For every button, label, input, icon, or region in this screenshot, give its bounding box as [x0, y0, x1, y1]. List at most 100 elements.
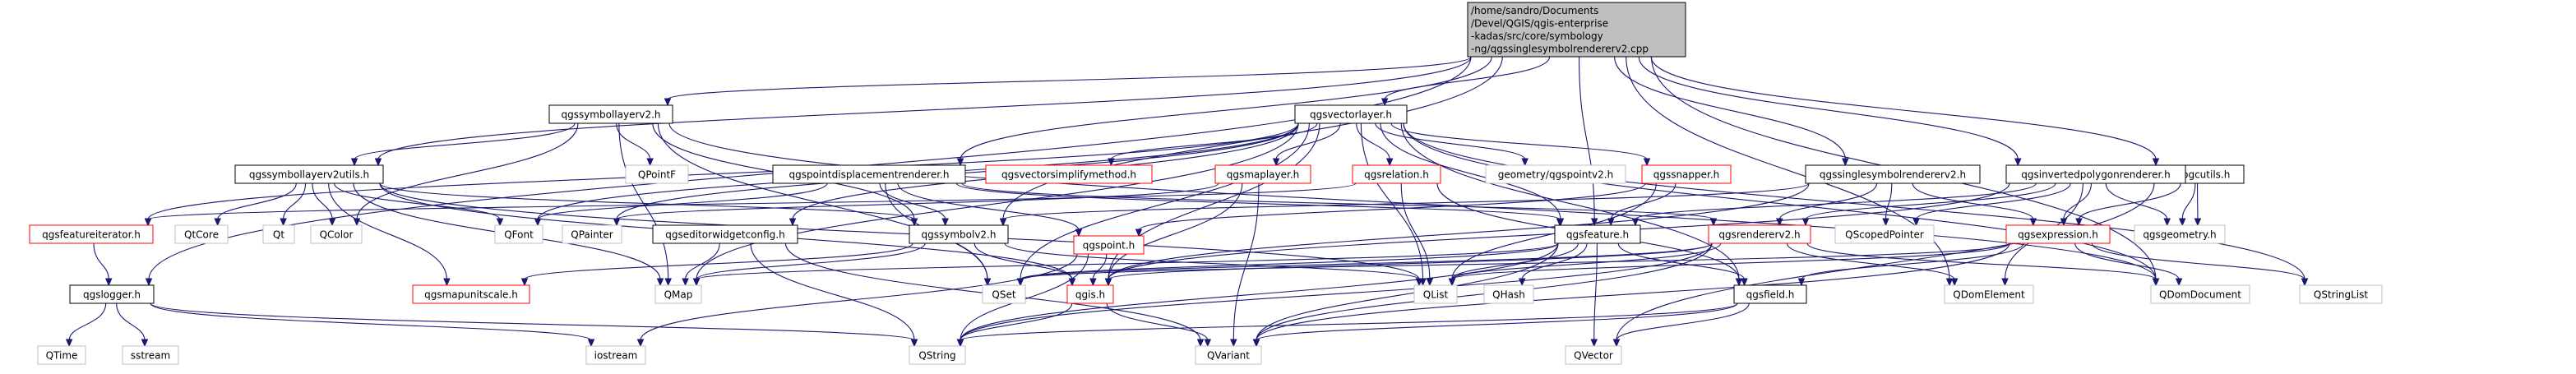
node-box — [1485, 164, 1626, 184]
node-qgsmaplayer-h[interactable]: qgsmaplayer.h — [1214, 164, 1311, 184]
node-qgsvectorlayer-h[interactable]: qgsvectorlayer.h — [1294, 104, 1408, 124]
edge-arrowhead — [1612, 339, 1621, 348]
edge-qgsinvertedpolygonrenderer_h-to-qgsgeometry_h — [2105, 182, 2168, 220]
node-qgsfield-h[interactable]: qgsfield.h — [1733, 284, 1807, 304]
node-label: QPointF — [638, 169, 676, 181]
edge-arrowhead — [1801, 218, 1810, 227]
node-box — [652, 224, 798, 244]
node-QPainter: QPainter — [562, 224, 622, 244]
node-iostream: iostream — [585, 345, 646, 365]
node-label: QString — [918, 350, 955, 362]
node-root[interactable]: /home/sandro/Documents/Devel/QGIS/qgis-e… — [1467, 2, 1686, 58]
edge-arrowhead — [692, 278, 701, 287]
node-box — [2005, 224, 2111, 244]
node-label: qgsfeature.h — [1566, 229, 1629, 241]
edge-arrowhead — [613, 218, 621, 227]
node-label: qgsmaplayer.h — [1227, 169, 1300, 181]
edge-arrowhead — [1135, 229, 1143, 238]
node-label: qgssymbollayerv2utils.h — [249, 169, 369, 181]
node-qgssinglesymbolrendererv2-h[interactable]: qgssinglesymbolrendererv2.h — [1805, 164, 1981, 184]
edge-qgssymbollayerv2_h-to-QColor — [356, 122, 579, 220]
edge-root-to-qgsvectorlayer_h — [1384, 56, 1551, 100]
node-qgsmapunitscale-h[interactable]: qgsmapunitscale.h — [412, 284, 530, 304]
node-qgsinvertedpolygonrenderer-h[interactable]: qgsinvertedpolygonrenderer.h — [2005, 164, 2186, 184]
node-QFont: QFont — [494, 224, 543, 244]
edge-arrowhead — [1735, 278, 1743, 287]
node-label: qgsmapunitscale.h — [424, 289, 518, 301]
edge-arrowhead — [1415, 278, 1423, 287]
node-QDomDocument: QDomDocument — [2150, 284, 2250, 304]
edge-qgsogcutils_h-to-qgsgeometry_h — [2181, 182, 2196, 220]
node-qgslogger-h[interactable]: qgslogger.h — [69, 284, 155, 304]
node-qgspoint-h[interactable]: qgspoint.h — [1073, 235, 1145, 255]
edge-qgssinglesymbolrendererv2_h-to-qgis_h — [1108, 182, 1810, 280]
edge-qgssymbolv2_h-to-QMap — [696, 242, 926, 280]
node-label: QtCore — [184, 229, 219, 241]
node-qgssymbolv2-h[interactable]: qgssymbolv2.h — [909, 224, 1009, 244]
edge-qgsexpression_h-to-QList — [1451, 242, 2010, 280]
edge-qgsvectorlayer_h-to-qgsfield_h — [1400, 122, 1740, 280]
node-label: qgseditorwidgetconfig.h — [665, 229, 784, 241]
node-label: qgspoint.h — [1083, 240, 1135, 252]
node-qgsfeature-h[interactable]: qgsfeature.h — [1554, 224, 1641, 244]
edge-root-to-qgssinglesymbolrendererv2_h — [1614, 56, 1846, 160]
node-qgspointdisplacementrenderer-h[interactable]: qgspointdisplacementrenderer.h — [772, 164, 966, 184]
edge-qgssymbollayerv2utils_h-to-QtCore — [217, 182, 297, 220]
edge-arrowhead — [144, 218, 152, 227]
edge-qgsfeature_h-to-QMap — [696, 242, 1559, 280]
node-box — [909, 224, 1009, 244]
node-qgssnapper-h[interactable]: qgssnapper.h — [1641, 164, 1732, 184]
node-qgsvectorsimplifymethod-h[interactable]: qgsvectorsimplifymethod.h — [985, 164, 1153, 184]
edge-qgsinvertedpolygonrenderer_h-to-qgsfeature_h — [1635, 182, 2037, 220]
node-box — [985, 164, 1153, 184]
node-QList: QList — [1413, 284, 1458, 304]
edge-arrowhead — [656, 278, 664, 287]
node-qgsfeatureiterator-h[interactable]: qgsfeatureiterator.h — [29, 224, 154, 244]
node-box — [1944, 284, 2034, 304]
edge-arrowhead — [2014, 158, 2022, 167]
edge-arrowhead — [1590, 339, 1598, 348]
edge-qgspoint_h-to-iostream — [640, 253, 1078, 341]
edge-qgsvectorlayer_h-to-qgsrelation_h — [1356, 122, 1390, 160]
node-label: -ng/qgssinglesymbolrendererv2.cpp — [1471, 44, 1649, 55]
edge-qgspointdisplacementrenderer_h-to-QFont — [537, 182, 828, 220]
edge-qgsvectorlayer_h-to-QStringList — [1403, 122, 2305, 280]
edge-arrowhead — [1272, 158, 1280, 167]
edge-qgssnapper_h-to-qgspoint_h — [1138, 182, 1646, 231]
edge-qgsexpression_h-to-QVariant — [1256, 242, 2010, 341]
edge-qgsrendererv2_h-to-QDomElement — [1786, 242, 1955, 280]
edge-arrowhead — [636, 339, 645, 348]
edge-arrowhead — [2178, 218, 2186, 227]
edge-qgsrendererv2_h-to-QString — [960, 242, 1713, 341]
edge-arrowhead — [2194, 218, 2202, 227]
edge-qgssymbollayerv2_h-to-qgssymbollayerv2utils_h — [354, 122, 576, 160]
edge-arrowhead — [1518, 278, 1526, 287]
node-qgsrelation-h[interactable]: qgsrelation.h — [1352, 164, 1441, 184]
node-QDomElement: QDomElement — [1944, 284, 2034, 304]
edge-arrowhead — [2075, 218, 2083, 227]
edge-arrowhead — [983, 278, 992, 287]
node-qgsrendererv2-h[interactable]: qgsrendererv2.h — [1708, 224, 1811, 244]
node-qgssymbollayerv2utils-h[interactable]: qgssymbollayerv2utils.h — [234, 164, 384, 184]
node-qgis-h[interactable]: qgis.h — [1066, 284, 1114, 304]
node-QStringList: QStringList — [2299, 284, 2383, 304]
edge-qgsrelation_h-to-QList — [1400, 182, 1431, 280]
edge-arrowhead — [1556, 218, 1564, 227]
edge-qgssinglesymbolrendererv2_h-to-qgssymbolv2_h — [1002, 182, 1810, 220]
node-qgssymbollayerv2-h[interactable]: qgssymbollayerv2.h — [548, 104, 673, 124]
node-box — [2134, 224, 2226, 244]
edge-qgsogcutils_h-to-qgsexpression_h — [2078, 182, 2181, 220]
edge-qgssymbollayerv2utils_h-to-QList — [379, 182, 1420, 280]
node-box — [1565, 345, 1622, 365]
node-qgseditorwidgetconfig-h[interactable]: qgseditorwidgetconfig.h — [652, 224, 798, 244]
node-box — [1195, 345, 1262, 365]
edge-root-to-qgssymbollayerv2_h — [667, 56, 1472, 100]
node-qgsexpression-h[interactable]: qgsexpression.h — [2005, 224, 2111, 244]
node-box — [909, 345, 966, 365]
node-label: qgsvectorlayer.h — [1310, 109, 1392, 121]
node-box — [1066, 284, 1114, 304]
node-label: QDomDocument — [2159, 289, 2241, 301]
node-box — [1483, 284, 1534, 304]
node-QVariant: QVariant — [1195, 345, 1262, 365]
